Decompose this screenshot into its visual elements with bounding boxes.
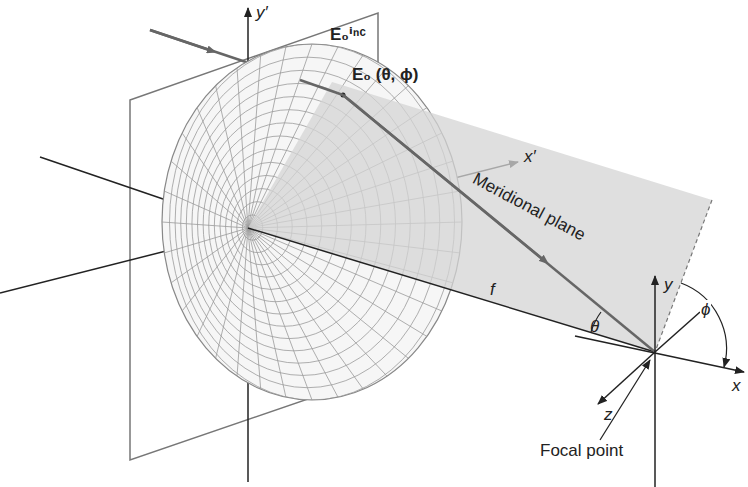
- mesh-meridian: [248, 228, 286, 397]
- mesh-meridian: [182, 228, 248, 311]
- field-label: E₀ (θ, ϕ): [352, 66, 418, 83]
- optical-axis: [248, 228, 655, 352]
- field-label: E₀ⁱⁿᶜ: [330, 26, 366, 43]
- mesh-meridian: [164, 228, 248, 253]
- length-label: f: [490, 281, 495, 298]
- callout-label: Focal point: [540, 442, 623, 459]
- axis-label: z: [604, 406, 613, 423]
- ray-arrow: [343, 95, 545, 261]
- angle-label: ϕ: [700, 300, 711, 319]
- x-axis: [575, 336, 744, 372]
- phi-arc: [681, 283, 726, 367]
- mesh-meridian: [248, 228, 312, 400]
- mesh-meridian: [197, 108, 248, 228]
- z-axis: [598, 352, 655, 404]
- mesh-meridian: [162, 222, 248, 228]
- leader-line: [600, 360, 650, 440]
- mesh-meridian: [248, 228, 338, 397]
- mesh-meridian: [237, 68, 248, 228]
- dashed-edge: [655, 200, 712, 352]
- axis-label: x′: [524, 148, 536, 165]
- mesh-meridian: [182, 133, 248, 228]
- mesh-meridian: [248, 228, 261, 389]
- z-axis-back: [655, 312, 700, 352]
- mesh-meridian: [171, 161, 248, 228]
- y-axis-lower: [654, 352, 656, 487]
- incident-ray: [300, 80, 343, 95]
- focused-ray: [343, 95, 655, 352]
- mesh-meridian: [248, 55, 261, 228]
- meridional-plane: [248, 82, 712, 352]
- axis-label: x: [732, 377, 741, 394]
- mesh-meridian: [171, 228, 248, 283]
- axis-label: y′: [256, 4, 268, 21]
- axis-label: y: [664, 276, 673, 293]
- y-axis: [654, 276, 656, 352]
- ray-arrow: [150, 30, 212, 51]
- angle-label: θ: [590, 318, 599, 335]
